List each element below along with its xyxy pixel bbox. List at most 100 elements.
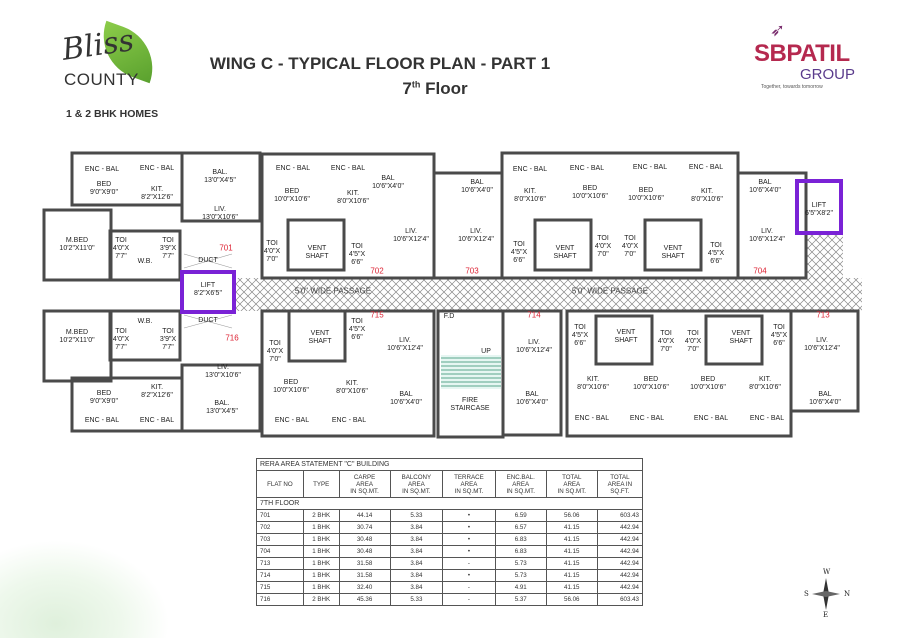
room-label: BAL 10'6"X4'0" — [809, 391, 841, 406]
room-label: KIT. 8'0"X10'6" — [336, 380, 368, 395]
table-cell: - — [442, 593, 496, 606]
room-label: ENC - BAL — [629, 415, 665, 422]
room-label: TOI 4'5"X 6'6" — [348, 243, 366, 266]
room-label: W.B. — [137, 318, 153, 325]
developer-name: SBPATIL — [754, 40, 850, 67]
flat-number: 701 — [219, 243, 233, 253]
passage-label: 5'0" WIDE PASSAGE — [294, 286, 372, 296]
room-label: ENC - BAL — [632, 164, 668, 171]
stair-up-label: UP — [481, 348, 491, 355]
table-cell: 1 BHK — [302, 521, 340, 534]
table-cell: 442.94 — [596, 521, 644, 534]
room-label: KIT. 8'2"X12'6" — [141, 186, 173, 201]
table-cell: 442.94 — [596, 581, 644, 594]
room-label: KIT. 8'0"X10'6" — [749, 376, 781, 391]
room-label: BED 10'0"X10'6" — [633, 376, 669, 391]
fire-staircase-label: FIRE STAIRCASE — [450, 397, 490, 412]
compass-rose-icon — [812, 578, 840, 610]
table-cell: 31.58 — [338, 557, 391, 570]
col-header: CARPE AREA IN SQ.MT. — [338, 470, 391, 498]
room-label: VENT SHAFT — [614, 329, 638, 344]
table-cell: 31.58 — [338, 569, 391, 582]
room-label: TOI 4'5"X 6'6" — [510, 241, 528, 264]
table-cell: 716 — [256, 593, 304, 606]
compass: W S N E — [804, 568, 850, 620]
table-cell: 442.94 — [596, 569, 644, 582]
table-cell: 1 BHK — [302, 557, 340, 570]
room-label: ENC - BAL — [749, 415, 785, 422]
room-label: BED 10'0"X10'6" — [572, 185, 608, 200]
table-cell: 442.94 — [596, 557, 644, 570]
room-label: LIFT 8'2"X6'5" — [194, 282, 222, 297]
table-cell: 5.73 — [494, 569, 547, 582]
flat-number: 715 — [370, 310, 384, 320]
flat-number: 714 — [527, 310, 541, 320]
floor-label: 7TH FLOOR — [256, 497, 643, 510]
room-label: W.B. — [137, 258, 153, 265]
table-cell: 41.15 — [545, 533, 598, 546]
table-cell: • — [442, 533, 496, 546]
col-header: BALCONY AREA IN SQ.MT. — [389, 470, 444, 498]
table-cell: 41.15 — [545, 557, 598, 570]
table-cell: 1 BHK — [302, 545, 340, 558]
col-header: TOTAL AREA IN SQ.FT. — [596, 470, 644, 498]
table-cell: 30.74 — [338, 521, 391, 534]
table-cell: 4.91 — [494, 581, 547, 594]
room-label: ENC - BAL — [693, 415, 729, 422]
room-label: BAL 10'6"X4'0" — [461, 179, 493, 194]
table-cell: 30.48 — [338, 533, 391, 546]
room-label: BED 10'0"X10'6" — [690, 376, 726, 391]
lift-highlights — [180, 179, 843, 314]
duct-markers — [183, 253, 233, 329]
room-label: ENC - BAL — [275, 165, 311, 172]
table-cell: 442.94 — [596, 533, 644, 546]
staircase-steps — [441, 355, 501, 389]
room-label: ENC - BAL — [688, 164, 724, 171]
compass-n: W — [823, 568, 831, 576]
room-label: LIV. 10'6"X12'4" — [516, 339, 552, 354]
room-label: BAL 10'6"X4'0" — [390, 391, 422, 406]
table-title: RERA AREA STATEMENT "C" BUILDING — [256, 458, 643, 471]
table-cell: 5.73 — [494, 557, 547, 570]
table-cell: - — [442, 557, 496, 570]
table-cell: 703 — [256, 533, 304, 546]
room-label: TOI 4'0"X 7'0" — [657, 330, 675, 353]
room-label: BED 9'0"X9'0" — [90, 390, 118, 405]
table-cell: 704 — [256, 545, 304, 558]
table-cell: • — [442, 521, 496, 534]
room-label: TOI 4'0"X 7'0" — [266, 340, 284, 363]
room-label: BAL 10'6"X4'0" — [372, 175, 404, 190]
table-cell: • — [442, 509, 496, 522]
room-label: BAL 10'6"X4'0" — [749, 179, 781, 194]
room-label: ENC - BAL — [330, 165, 366, 172]
logo-name: COUNTY — [64, 70, 139, 89]
table-cell: 41.15 — [545, 581, 598, 594]
table-cell: 56.06 — [545, 509, 598, 522]
room-label: KIT. 8'2"X12'6" — [141, 384, 173, 399]
room-label: TOI 4'0"X 7'7" — [112, 237, 130, 260]
table-cell: 5.33 — [389, 509, 444, 522]
passage — [236, 235, 862, 311]
table-cell: 32.40 — [338, 581, 391, 594]
room-label: TOI 3'9"X 7'7" — [159, 237, 177, 260]
room-label: ENC - BAL — [84, 417, 120, 424]
room-label: LIV. 13'0"X10'6" — [205, 364, 241, 379]
room-label: ENC - BAL — [574, 415, 610, 422]
room-label: KIT. 8'0"X10'6" — [514, 188, 546, 203]
table-cell: 603.43 — [596, 593, 644, 606]
room-label: M.BED 10'2"X11'0" — [59, 329, 95, 344]
table-header-row: FLAT NO TYPE CARPE AREA IN SQ.MT. BALCON… — [256, 470, 644, 498]
table-cell: 1 BHK — [302, 581, 340, 594]
room-label: TOI 4'5"X 6'6" — [348, 318, 366, 341]
compass-w: S — [804, 590, 809, 598]
flat-number: 704 — [753, 266, 767, 276]
room-label: LIFT 6'5"X8'2" — [805, 202, 833, 217]
table-cell: 603.43 — [596, 509, 644, 522]
floor-word: Floor — [425, 79, 468, 98]
